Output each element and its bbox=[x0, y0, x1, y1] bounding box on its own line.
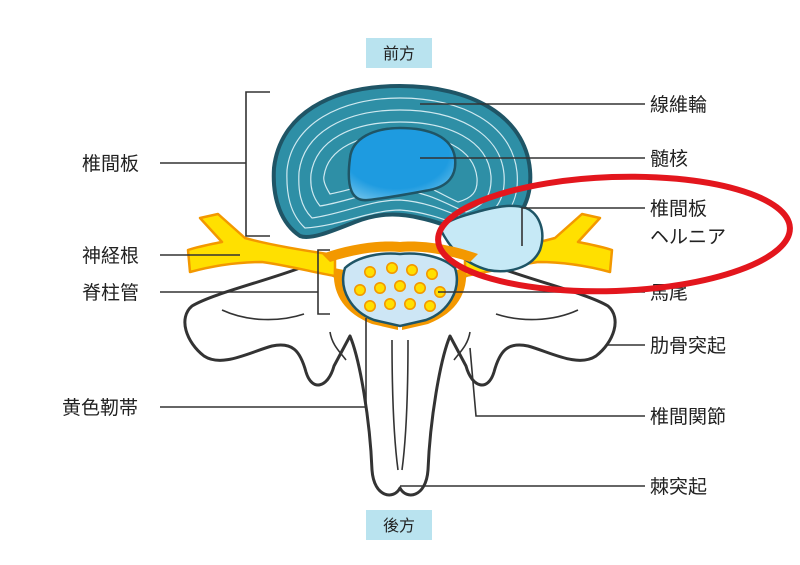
herniation-leader bbox=[521, 207, 645, 246]
cauda-fiber bbox=[405, 263, 418, 276]
cauda-fiber bbox=[403, 297, 416, 310]
cauda-fiber bbox=[393, 279, 406, 292]
label-nerve-root: 神経根 bbox=[82, 245, 139, 267]
cauda-fiber bbox=[425, 267, 438, 280]
leader-lines bbox=[160, 91, 645, 487]
cauda-fiber bbox=[385, 261, 398, 274]
front-orientation-box bbox=[366, 38, 432, 68]
cauda-fiber bbox=[423, 299, 436, 312]
annulus-ring bbox=[286, 97, 518, 233]
label-annulus-fibrosus: 線維輪 bbox=[650, 94, 707, 116]
label-spinous-process: 棘突起 bbox=[650, 476, 707, 498]
nerve-root-left bbox=[186, 212, 337, 278]
lamina-detail-right bbox=[453, 331, 471, 361]
lamina-detail-left bbox=[329, 331, 347, 361]
front-orientation: 前方 bbox=[366, 38, 432, 68]
label-facet-joint: 椎間関節 bbox=[650, 406, 726, 428]
vertebral-arch bbox=[183, 265, 617, 497]
label-spinal-canal: 脊柱管 bbox=[82, 282, 139, 304]
vertebra-bone bbox=[183, 265, 617, 497]
nucleus-pulposus bbox=[347, 126, 457, 202]
facet-leader bbox=[469, 347, 645, 417]
cauda-fiber bbox=[373, 281, 386, 294]
spinal-canal-bracket bbox=[317, 249, 330, 315]
label-herniation-line2: ヘルニア bbox=[650, 226, 726, 248]
front-orientation-label: 前方 bbox=[383, 44, 415, 63]
label-intervertebral-disc: 椎間板 bbox=[82, 153, 139, 175]
cauda-fiber bbox=[353, 283, 366, 296]
label-transverse-process: 肋骨突起 bbox=[650, 335, 726, 357]
cauda-fiber bbox=[363, 299, 376, 312]
disc-bracket bbox=[245, 91, 270, 237]
cauda-fiber bbox=[383, 297, 396, 310]
back-orientation-label: 後方 bbox=[383, 516, 415, 535]
back-orientation: 後方 bbox=[366, 510, 432, 540]
intervertebral-disc bbox=[271, 83, 544, 273]
spinal-canal-group bbox=[322, 241, 478, 330]
herniation-highlight-ring bbox=[435, 173, 793, 295]
cauda-fiber bbox=[363, 265, 376, 278]
transverse-detail-right bbox=[495, 309, 579, 321]
cauda-fiber bbox=[413, 281, 426, 294]
label-herniation-line1: 椎間板 bbox=[650, 198, 707, 220]
spinous-detail bbox=[391, 339, 409, 471]
back-orientation-box bbox=[366, 510, 432, 540]
ligamentum-leader bbox=[160, 318, 367, 408]
label-nucleus-pulposus: 髄核 bbox=[650, 148, 688, 170]
cauda-equina-fibers bbox=[353, 261, 446, 312]
transverse-detail-left bbox=[221, 309, 305, 321]
label-ligamentum-flavum: 黄色靭帯 bbox=[62, 397, 138, 419]
